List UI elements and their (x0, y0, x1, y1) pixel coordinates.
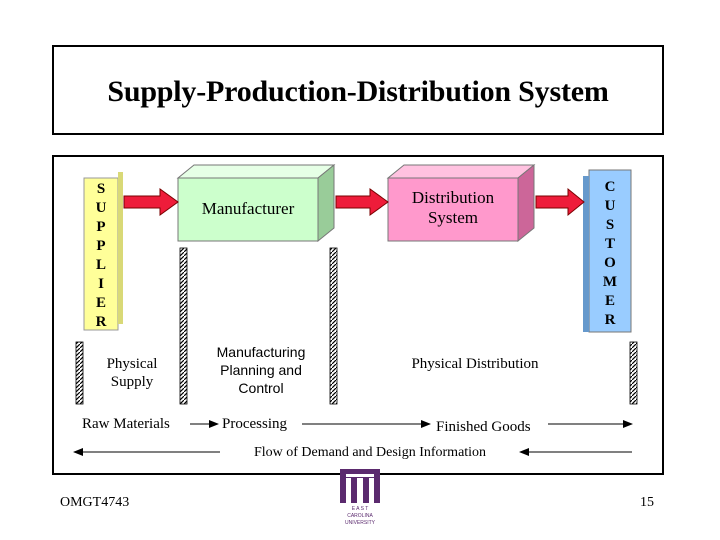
mpc-label: Manufacturing Planning and Control (216, 344, 306, 396)
svg-text:E A S T: E A S T (352, 506, 369, 512)
page-title: Supply-Production-Distribution System (107, 75, 609, 108)
university-logo: E A S T CAROLINA UNIVERSITY (340, 469, 380, 526)
physical-supply-label: Physical Supply (106, 356, 158, 390)
hatched-bar-supplier (75, 341, 84, 405)
slide-number: 15 (640, 495, 654, 510)
flow-of-information-label: Flow of Demand and Design Information (253, 445, 487, 460)
supplier-to-manufacturer-arrow (123, 188, 179, 216)
finished-goods-label: Finished Goods (436, 419, 531, 435)
customer-box (583, 169, 632, 333)
raw-materials-label: Raw Materials (82, 416, 170, 432)
manufacturer-label: Manufacturer (201, 199, 295, 218)
distribution-box (386, 163, 536, 243)
svg-text:UNIVERSITY: UNIVERSITY (345, 520, 376, 526)
physical-distribution-label: Physical Distribution (411, 356, 539, 372)
hatched-bar-customer (629, 341, 638, 405)
title-box: Supply-Production-Distribution System (52, 45, 664, 135)
hatched-bar-manufacturer (179, 247, 188, 405)
manufacturer-box (176, 163, 336, 243)
processing-label: Processing (222, 416, 287, 432)
svg-text:CAROLINA: CAROLINA (347, 513, 373, 519)
distribution-label: Distribution System (411, 188, 495, 227)
hatched-bar-distribution (329, 247, 338, 405)
supplier-box (83, 172, 123, 331)
manufacturer-to-distribution-arrow (335, 188, 389, 216)
course-code: OMGT4743 (60, 495, 130, 510)
distribution-to-customer-arrow (535, 187, 585, 217)
